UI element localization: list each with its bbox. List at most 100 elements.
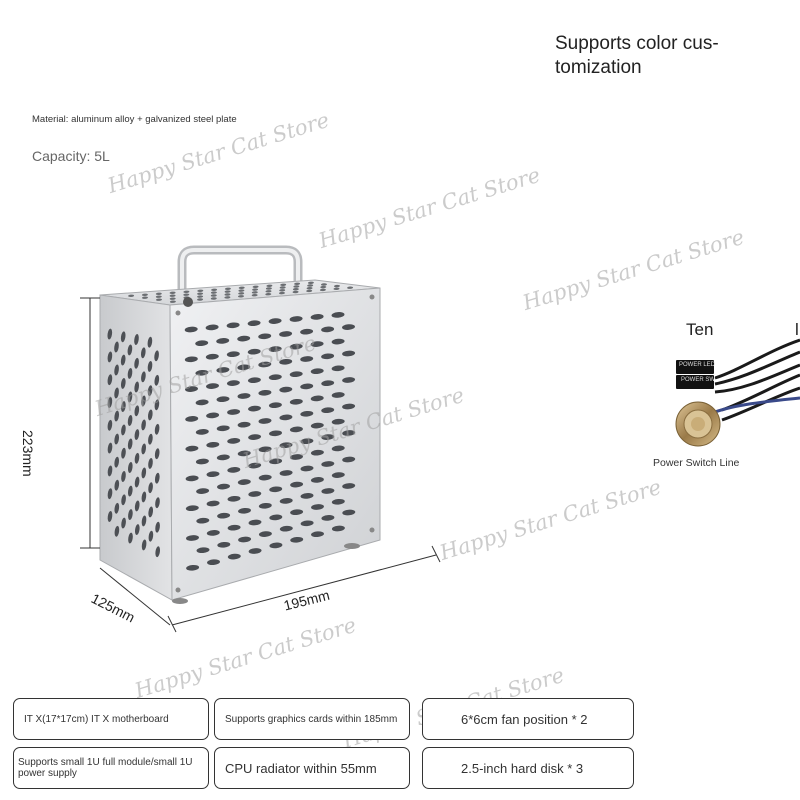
vent-hole: [265, 290, 272, 293]
vent-hole: [331, 418, 345, 425]
vent-hole: [155, 292, 162, 296]
vent-hole: [331, 498, 345, 505]
vent-hole: [279, 525, 293, 532]
dimension-lines: [80, 297, 441, 633]
vent-hole: [300, 383, 314, 390]
vent-hole: [320, 285, 327, 289]
vent-hole: [279, 358, 293, 365]
vent-hole: [319, 288, 326, 292]
vent-hole: [155, 497, 160, 509]
vent-hole: [148, 457, 153, 469]
vent-hole: [265, 287, 272, 290]
height-dimension: 223mm: [20, 430, 36, 477]
vent-hole: [121, 424, 126, 436]
vent-hole: [196, 547, 210, 554]
vent-hole: [195, 340, 209, 347]
vent-hole: [127, 438, 133, 450]
vent-hole: [114, 502, 120, 514]
vent-hole: [258, 474, 272, 481]
vent-hole: [155, 295, 162, 298]
vent-hole: [290, 454, 303, 460]
vent-hole: [269, 458, 283, 465]
vent-hole: [121, 494, 126, 506]
vent-hole: [154, 350, 159, 362]
vent-hole: [141, 515, 147, 527]
vent-hole: [300, 520, 314, 527]
vent-hole: [266, 284, 273, 288]
vent-hole: [331, 445, 345, 452]
vent-hole: [310, 395, 324, 402]
vent-hole: [248, 405, 261, 412]
vent-hole: [279, 442, 293, 449]
feature-graphics-card: Supports graphics cards within 185mm: [214, 698, 410, 740]
vent-hole: [127, 367, 133, 379]
feature-fan: 6*6cm fan position * 2: [422, 698, 634, 740]
vent-hole: [169, 294, 176, 297]
vent-hole: [128, 509, 133, 521]
vent-hole: [310, 341, 324, 347]
vent-hole: [342, 483, 356, 489]
vent-hole: [206, 441, 220, 448]
vent-hole: [293, 285, 300, 288]
vent-hole: [127, 391, 133, 403]
connector-label-sw: POWER SW: [681, 377, 715, 383]
feature-power-supply: Supports small 1U full module/small 1U p…: [13, 747, 209, 789]
vent-hole: [279, 331, 293, 337]
vent-hole: [206, 383, 219, 389]
vent-hole: [306, 286, 313, 290]
vent-hole: [169, 300, 176, 303]
vent-hole: [120, 354, 126, 366]
vent-hole: [224, 293, 231, 296]
vent-hole: [134, 334, 139, 345]
vent-hole: [148, 482, 153, 494]
vent-hole: [334, 284, 340, 288]
vent-hole: [258, 361, 272, 368]
vent-hole: [238, 286, 245, 290]
vent-hole: [333, 287, 340, 291]
vent-hole: [216, 454, 230, 461]
vent-hole: [268, 318, 282, 324]
vent-hole: [147, 360, 153, 372]
vent-hole: [141, 419, 146, 431]
vent-hole: [289, 426, 303, 433]
vent-hole: [107, 351, 113, 363]
vent-hole: [248, 434, 262, 440]
vent-hole: [154, 423, 160, 435]
vent-hole: [310, 314, 324, 320]
vent-hole: [140, 347, 146, 359]
vent-hole: [321, 353, 335, 360]
vent-hole: [134, 405, 140, 417]
vent-hole: [227, 524, 241, 531]
vent-hole: [142, 296, 148, 299]
vent-hole: [134, 381, 140, 393]
vent-hole: [114, 341, 119, 353]
vent-hole: [134, 476, 140, 488]
vent-hole: [300, 328, 314, 335]
vent-hole: [238, 507, 251, 514]
vent-hole: [186, 535, 199, 541]
vent-hole: [342, 350, 356, 357]
vent-hole: [217, 541, 231, 548]
vent-hole: [331, 365, 345, 372]
vent-hole: [141, 539, 147, 551]
vent-hole: [210, 297, 217, 300]
vent-hole: [141, 467, 147, 479]
vent-hole: [227, 438, 241, 444]
vent-hole: [169, 297, 176, 300]
vent-hole: [107, 442, 113, 454]
connector-label-led: POWER LED: [679, 362, 716, 368]
vent-hole: [183, 290, 190, 294]
vent-hole: [206, 530, 220, 536]
vent-hole: [128, 294, 135, 298]
vent-hole: [183, 293, 190, 296]
vent-hole: [107, 465, 113, 477]
vent-hole: [121, 471, 126, 482]
vent-hole: [269, 514, 283, 521]
vent-hole: [227, 409, 241, 415]
vent-hole: [216, 367, 230, 373]
vent-hole: [342, 509, 356, 516]
vent-hole: [290, 481, 304, 488]
vent-hole: [107, 419, 113, 431]
vent-hole: [121, 447, 126, 459]
vent-hole: [321, 461, 335, 467]
